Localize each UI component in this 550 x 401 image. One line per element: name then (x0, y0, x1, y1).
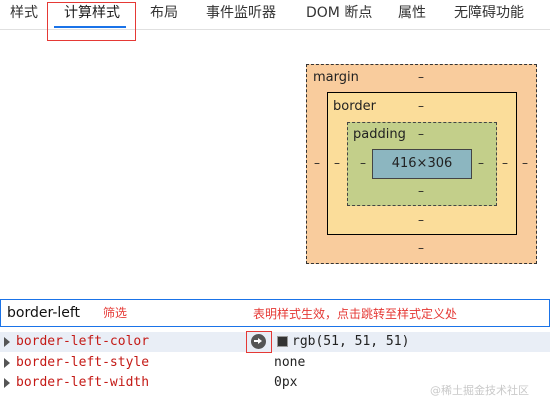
tab-properties[interactable]: 属性 (398, 5, 426, 21)
expand-triangle-icon[interactable] (4, 337, 10, 347)
margin-top-value: – (418, 70, 424, 84)
property-value: rgb(51, 51, 51) (292, 334, 410, 349)
goto-annotation-note: 表明样式生效，点击跳转至样式定义处 (253, 307, 458, 321)
property-name: border-left-width (16, 375, 150, 390)
goto-arrow-icon[interactable] (251, 334, 266, 349)
border-label: border (333, 99, 376, 114)
padding-top-value: – (418, 127, 424, 141)
padding-label: padding (353, 127, 406, 142)
filter-bar (0, 299, 550, 327)
tab-styles[interactable]: 样式 (10, 5, 38, 21)
tab-dom-breakpoints[interactable]: DOM 断点 (306, 5, 373, 21)
margin-bottom-value: – (418, 241, 424, 255)
tab-layout[interactable]: 布局 (150, 5, 178, 21)
panel-tab-bar: 样式 计算样式 布局 事件监听器 DOM 断点 属性 无障碍功能 (0, 0, 550, 30)
tab-computed[interactable]: 计算样式 (64, 5, 120, 21)
computed-property-row[interactable]: border-left-width 0px (0, 373, 550, 393)
padding-left-value: – (360, 156, 366, 170)
border-bottom-value: – (418, 213, 424, 227)
computed-property-row[interactable]: border-left-color rgb(51, 51, 51) (0, 332, 550, 352)
property-value: 0px (274, 375, 298, 390)
padding-bottom-value: – (418, 184, 424, 198)
border-right-value: – (502, 156, 508, 170)
filter-annotation: 筛选 (103, 306, 128, 320)
box-model-content[interactable]: 416×306 (372, 149, 472, 179)
margin-label: margin (313, 70, 359, 85)
property-value: none (274, 355, 306, 370)
expand-triangle-icon[interactable] (4, 358, 10, 368)
expand-triangle-icon[interactable] (4, 378, 10, 388)
padding-right-value: – (478, 156, 484, 170)
watermark: @稀土掘金技术社区 (430, 384, 529, 397)
active-tab-indicator (54, 26, 126, 28)
margin-right-value: – (522, 156, 528, 170)
filter-input[interactable] (7, 303, 97, 323)
border-top-value: – (418, 99, 424, 113)
border-left-value: – (334, 156, 340, 170)
computed-property-row[interactable]: border-left-style none (0, 353, 550, 373)
property-name: border-left-color (16, 334, 150, 349)
tab-accessibility[interactable]: 无障碍功能 (454, 5, 524, 21)
tab-event-listeners[interactable]: 事件监听器 (206, 5, 276, 21)
property-name: border-left-style (16, 355, 150, 370)
margin-left-value: – (314, 156, 320, 170)
color-swatch[interactable] (277, 336, 288, 347)
